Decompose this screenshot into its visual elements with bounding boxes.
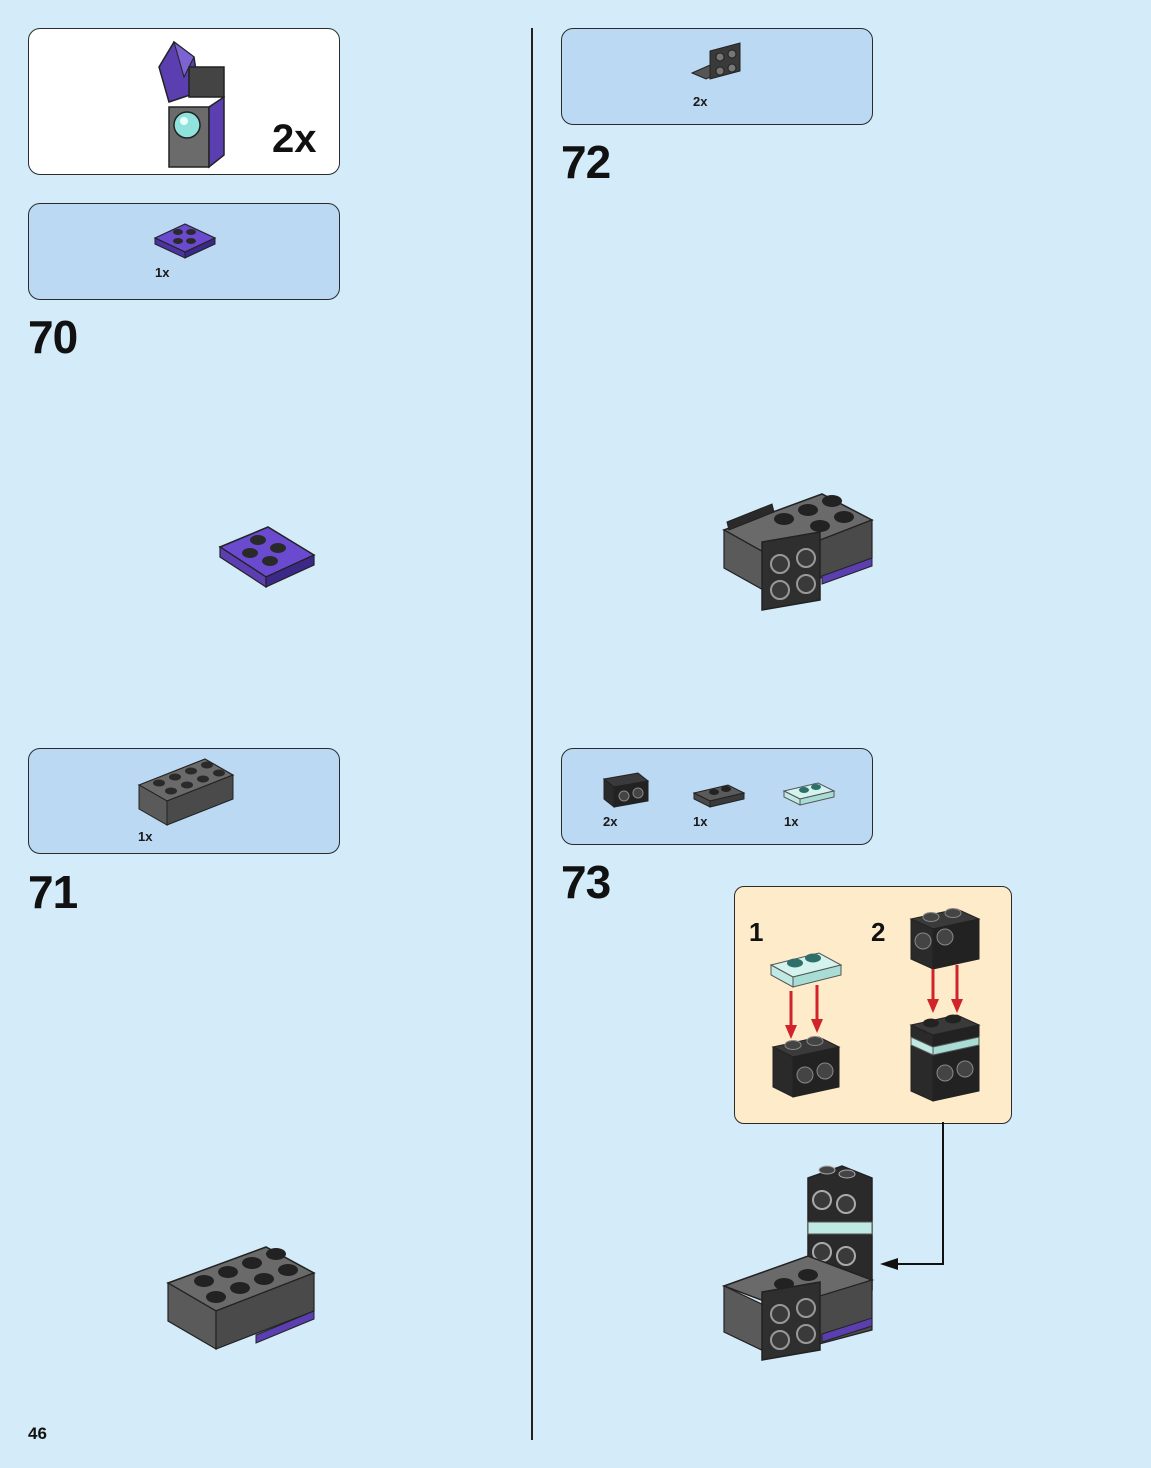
step-number: 72 (561, 136, 611, 188)
part-qty: 1x (155, 265, 170, 280)
subassembly-model-image (158, 40, 225, 169)
part-qty: 2x (603, 814, 618, 829)
dark-grey-brick-icon (137, 758, 235, 826)
substep-2-diagram (909, 908, 981, 1102)
step-71-parts-box: 1x (28, 748, 340, 854)
substep-2-number: 2 (871, 917, 886, 947)
trans-light-blue-plate-icon (782, 782, 836, 806)
step-73-callout: 1 2 (734, 886, 1012, 1124)
part-qty: 1x (784, 814, 799, 829)
part-qty: 1x (138, 829, 153, 844)
callout-arrow (880, 1122, 944, 1270)
subassembly-multiplier: 2x (272, 117, 317, 161)
step-70-parts-box: 1x (28, 203, 340, 300)
step-73-model (721, 1165, 875, 1361)
step-71-model (166, 1246, 316, 1351)
step-number: 70 (28, 311, 78, 363)
column-divider (531, 28, 533, 1440)
step-72-model (722, 493, 874, 611)
page-number: 46 (28, 1424, 47, 1443)
subassembly-preview-box: 2x (28, 28, 340, 175)
part-qty: 1x (693, 814, 708, 829)
substep-1-diagram (769, 952, 843, 1098)
dark-grey-bracket-icon (690, 42, 741, 80)
black-technic-brick-icon (602, 772, 650, 809)
step-73-parts-box: 2x 1x 1x (561, 748, 873, 845)
step-number: 71 (28, 866, 78, 918)
part-qty: 2x (693, 94, 708, 109)
substep-1-number: 1 (749, 917, 764, 947)
purple-plate-icon (153, 223, 217, 259)
step-72-parts-box: 2x (561, 28, 873, 125)
step-70-model (218, 526, 316, 589)
dark-grey-plate-icon (692, 784, 746, 808)
step-number: 73 (561, 856, 611, 908)
